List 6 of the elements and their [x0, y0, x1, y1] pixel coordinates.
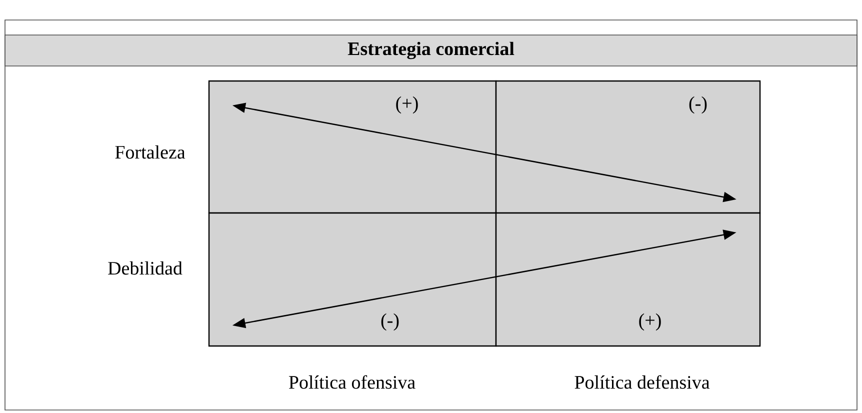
quadrant-cell: (-): [208, 212, 497, 347]
quadrant-cell: (+): [208, 80, 497, 214]
axis-label: Debilidad: [108, 261, 182, 275]
title-band: Estrategia comercial: [4, 34, 858, 66]
quadrant-cell: (+): [495, 212, 761, 347]
quadrant-cell: (-): [495, 80, 761, 214]
